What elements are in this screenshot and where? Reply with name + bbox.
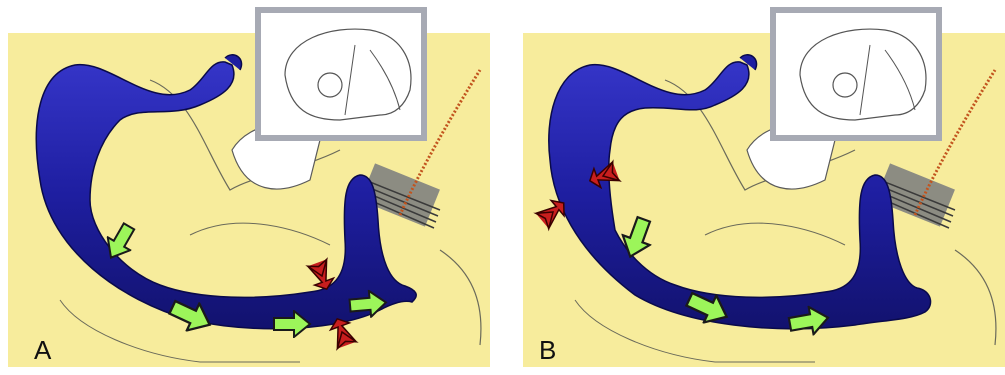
skull-inset-icon [773, 10, 939, 138]
panel-label-b: B [539, 335, 556, 366]
panel-a: A [0, 0, 490, 375]
panel-b: B [515, 0, 1005, 375]
panel-b-illustration [515, 0, 1005, 375]
skull-inset-icon [258, 10, 424, 138]
panel-a-illustration [0, 0, 490, 375]
panel-label-a: A [34, 335, 51, 366]
